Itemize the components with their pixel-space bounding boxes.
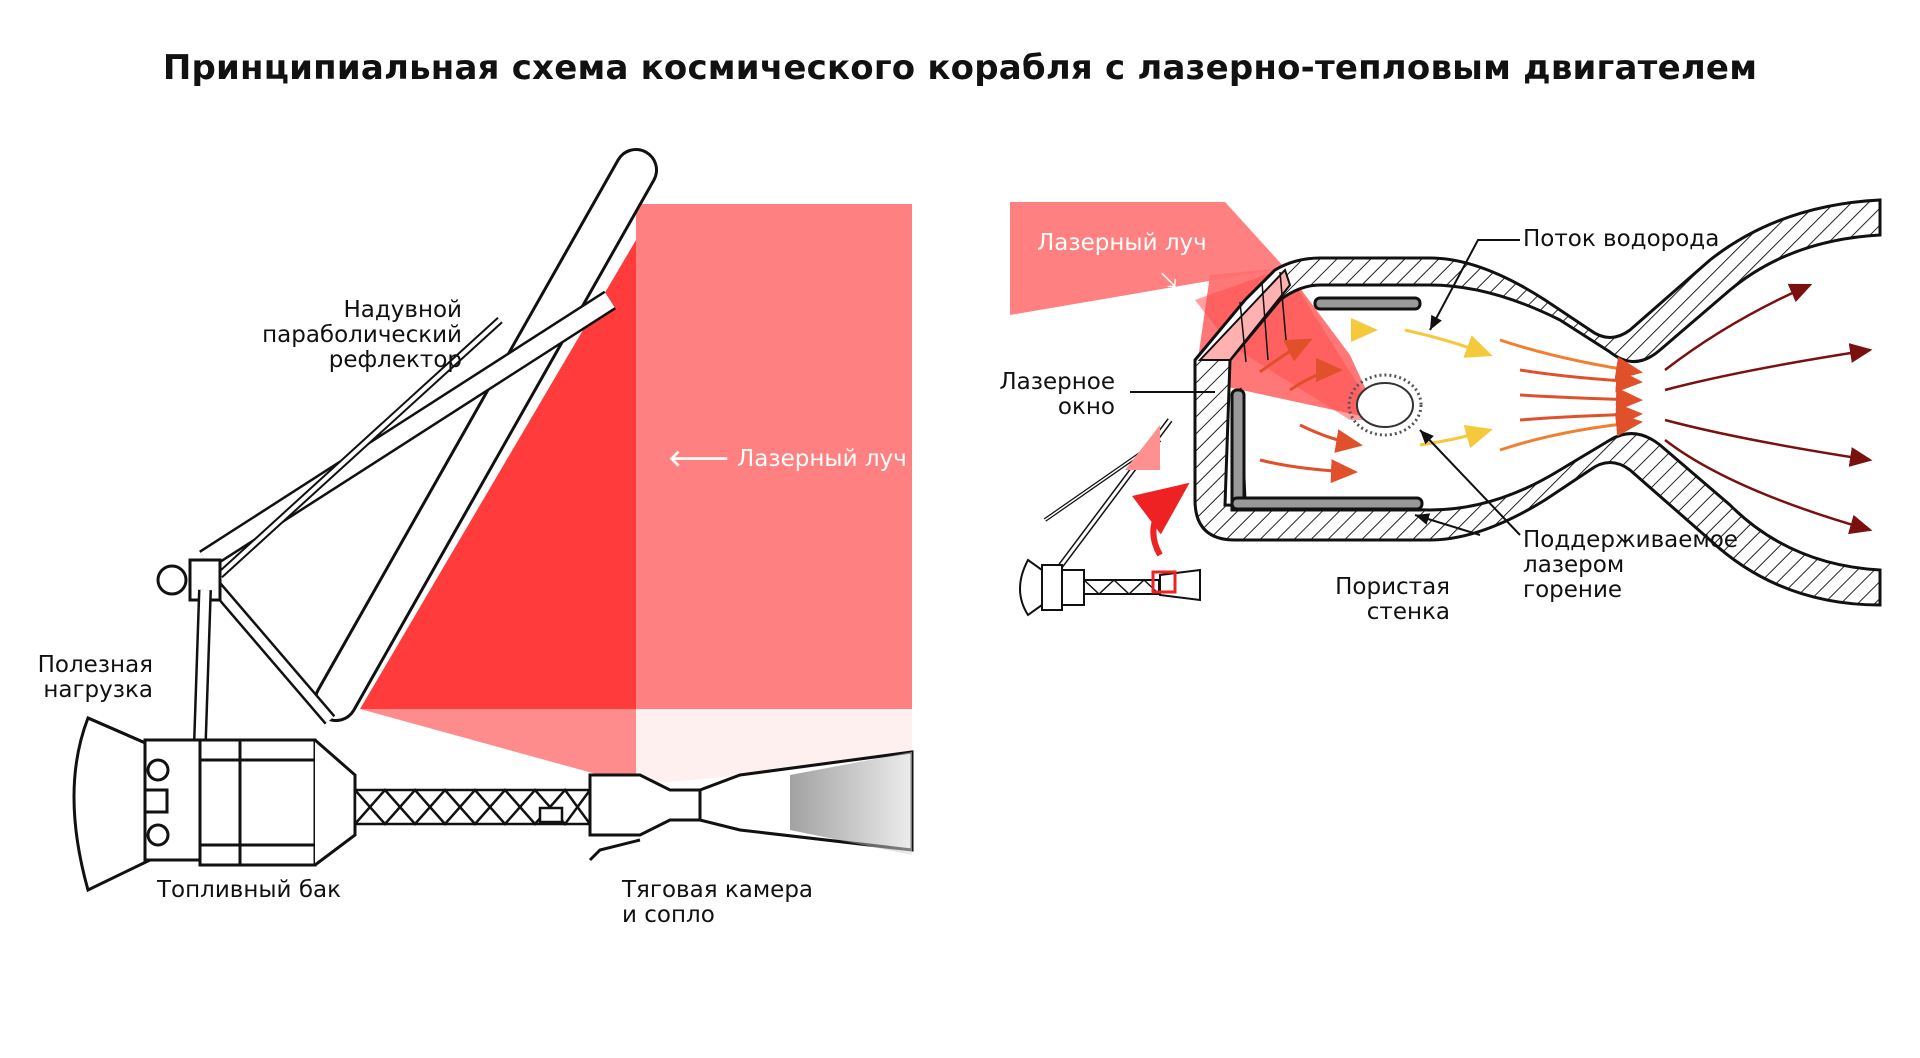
thrust-chamber-label: Тяговая камера и сопло xyxy=(622,877,814,928)
laser-beam-label-right: Лазерный луч xyxy=(1037,230,1207,256)
laser-combustion-label: Поддерживаемое лазером горение xyxy=(1523,527,1738,603)
zoom-arrow xyxy=(1132,482,1190,557)
laser-beam-label-left: 🡐 Лазерный луч xyxy=(668,446,907,472)
exhaust-plume-left xyxy=(790,752,912,855)
hydrogen-flow-arrows xyxy=(1259,318,1643,484)
laser-window-label: Лазерное окно xyxy=(999,369,1115,420)
leader-lines xyxy=(1130,239,1521,536)
page-title: Принципиальная схема космического корабл… xyxy=(162,48,1758,88)
payload-label: Полезная нагрузка xyxy=(37,652,153,703)
fuel-tank-label: Топливный бак xyxy=(157,877,341,903)
combustion-zone xyxy=(1347,373,1423,437)
parabolic-reflector xyxy=(156,148,658,741)
exhaust-arrows xyxy=(1664,283,1873,535)
mini-spacecraft-thumbnail xyxy=(1019,418,1201,617)
reflector-label: Надувной параболический рефлектор xyxy=(262,297,462,373)
down-right-arrow-icon: 🡖 xyxy=(1160,266,1178,296)
truss xyxy=(353,788,651,827)
fuel-tank xyxy=(198,738,357,867)
left-arrow-icon: 🡐 xyxy=(668,446,730,472)
payload-dish xyxy=(72,716,207,893)
porous-wall-label: Пористая стенка xyxy=(1335,574,1450,625)
engine-chamber xyxy=(1193,198,1882,607)
hydrogen-flow-label: Поток водорода xyxy=(1523,226,1720,252)
